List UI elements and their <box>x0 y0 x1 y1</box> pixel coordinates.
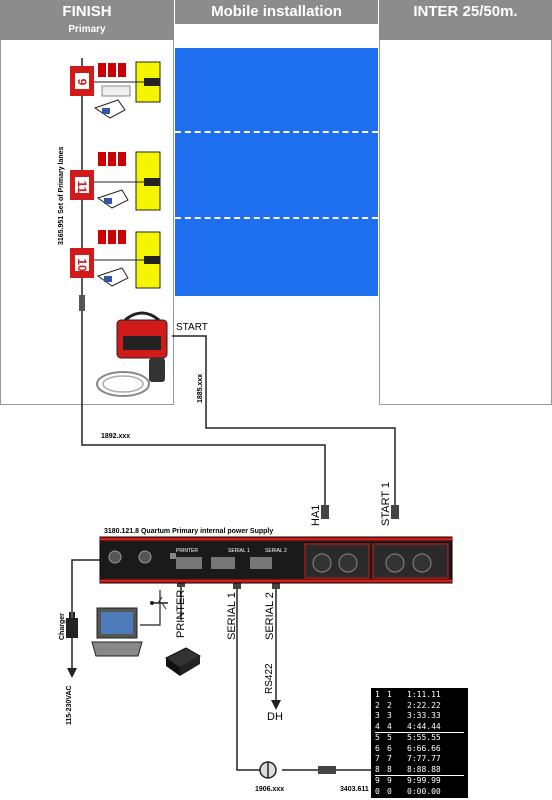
junction-code: 1906.xxx <box>255 786 285 793</box>
main-device <box>99 536 453 584</box>
lane-number-1: 9 <box>75 78 89 86</box>
rs422-arrow <box>271 700 281 710</box>
pad-group-3 <box>70 230 161 289</box>
lane-rope <box>175 217 378 219</box>
inter-header: INTER 25/50m. <box>379 0 552 40</box>
ha1-label: HA1 <box>310 504 322 526</box>
inter-title: INTER 25/50m. <box>413 3 518 20</box>
charger-arrow <box>67 668 77 678</box>
finish-title: FINISH <box>62 3 112 20</box>
start-label: START <box>176 322 208 333</box>
plug <box>321 505 329 519</box>
plug <box>318 766 336 774</box>
serial1-cable <box>236 575 268 771</box>
finish-header: FINISH Primary <box>0 0 174 40</box>
device-printer-port: PRINTER <box>176 548 198 554</box>
rs422-label: RS422 <box>264 663 275 694</box>
dh-label: DH <box>267 711 283 723</box>
usb-icon <box>150 596 168 610</box>
mobile-header: Mobile installation <box>175 0 378 24</box>
lane-number-2: 11 <box>75 180 89 194</box>
voltage-label: 115-230VAC <box>66 685 73 725</box>
device-serial2-port: SERIAL 2 <box>265 548 287 554</box>
finish-zone <box>0 40 174 405</box>
pads-cable <box>81 58 326 510</box>
primary-subtitle: Primary <box>68 24 106 35</box>
printer-label: PRINTER <box>175 589 187 638</box>
laptop-cable <box>140 590 161 626</box>
charger-label: Charger <box>59 613 66 640</box>
bottom-cable-code: 1892.xxx <box>101 433 131 440</box>
printer-icon <box>165 647 201 676</box>
device-title: 3180.121.8 Quartum Primary internal powe… <box>104 528 274 535</box>
device-serial1-port: SERIAL 1 <box>228 548 250 554</box>
pad-group-2 <box>70 151 161 211</box>
start-cable-code: 1885.xxx <box>197 373 204 403</box>
start-unit <box>96 311 168 397</box>
pool <box>175 48 378 296</box>
plug <box>391 505 399 519</box>
serial1-label: SERIAL 1 <box>226 592 238 640</box>
pads-label: 3165.951 Set of Primary lanes <box>58 146 65 245</box>
lane-rope <box>175 131 378 133</box>
serial2-label: SERIAL 2 <box>264 592 276 640</box>
start1-label: START 1 <box>380 481 392 526</box>
board-code: 3403.611 <box>340 786 369 793</box>
start-cable <box>172 335 396 510</box>
laptop-icon <box>91 607 143 657</box>
plug <box>79 295 85 311</box>
charger-plug-icon <box>66 612 78 638</box>
pad-group-1 <box>70 61 161 119</box>
lane-number-3: 10 <box>75 258 89 272</box>
mobile-title: Mobile installation <box>211 3 342 20</box>
